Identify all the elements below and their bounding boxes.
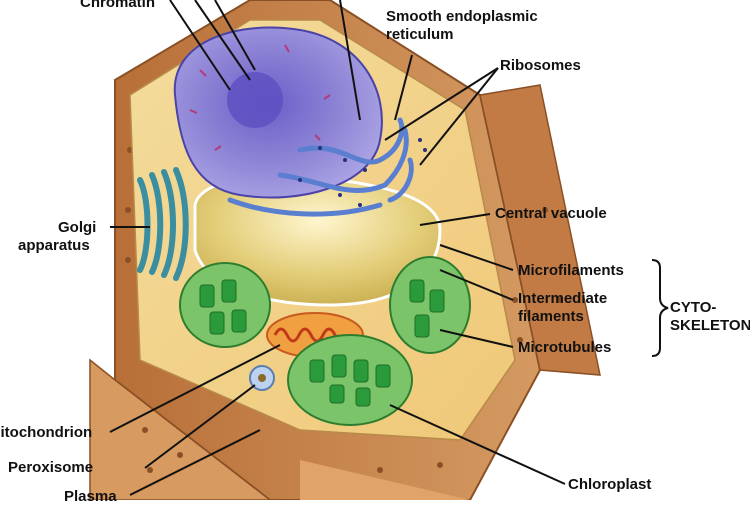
label-mitochondrion: Mitochondrion: [0, 424, 93, 441]
label-peroxisome: Peroxisome: [8, 459, 94, 476]
endoplasmic-reticulum: [227, 117, 414, 217]
label-cytoskeleton-line2: SKELETON: [670, 317, 750, 334]
label-golgi-line2: apparatus: [18, 237, 90, 254]
label-smooth-er-line2: reticulum: [386, 26, 454, 43]
golgi-apparatus: [137, 167, 189, 281]
label-microfilaments: Microfilaments: [518, 262, 624, 279]
label-intermediate-line2: filaments: [518, 308, 584, 325]
cytoskeleton-brace: [651, 259, 669, 357]
nucleus: [173, 26, 383, 199]
label-microtubules: Microtubules: [518, 339, 612, 356]
leader-lines: [109, 0, 566, 496]
label-chloroplast: Chloroplast: [568, 476, 652, 493]
chloroplasts: [179, 256, 471, 426]
label-central-vacuole: Central vacuole: [495, 205, 607, 222]
label-ribosomes: Ribosomes: [500, 57, 581, 74]
label-plasma: Plasma: [64, 488, 117, 505]
ribosomes: [298, 138, 427, 207]
label-chromatin: Chromatin: [80, 0, 155, 11]
label-smooth-er-line1: Smooth endoplasmic: [386, 8, 538, 25]
label-cytoskeleton-line1: CYTO-: [670, 299, 717, 316]
peroxisome: [249, 365, 275, 391]
label-intermediate-line1: Intermediate: [518, 290, 608, 307]
label-golgi-line1: Golgi: [58, 219, 97, 236]
